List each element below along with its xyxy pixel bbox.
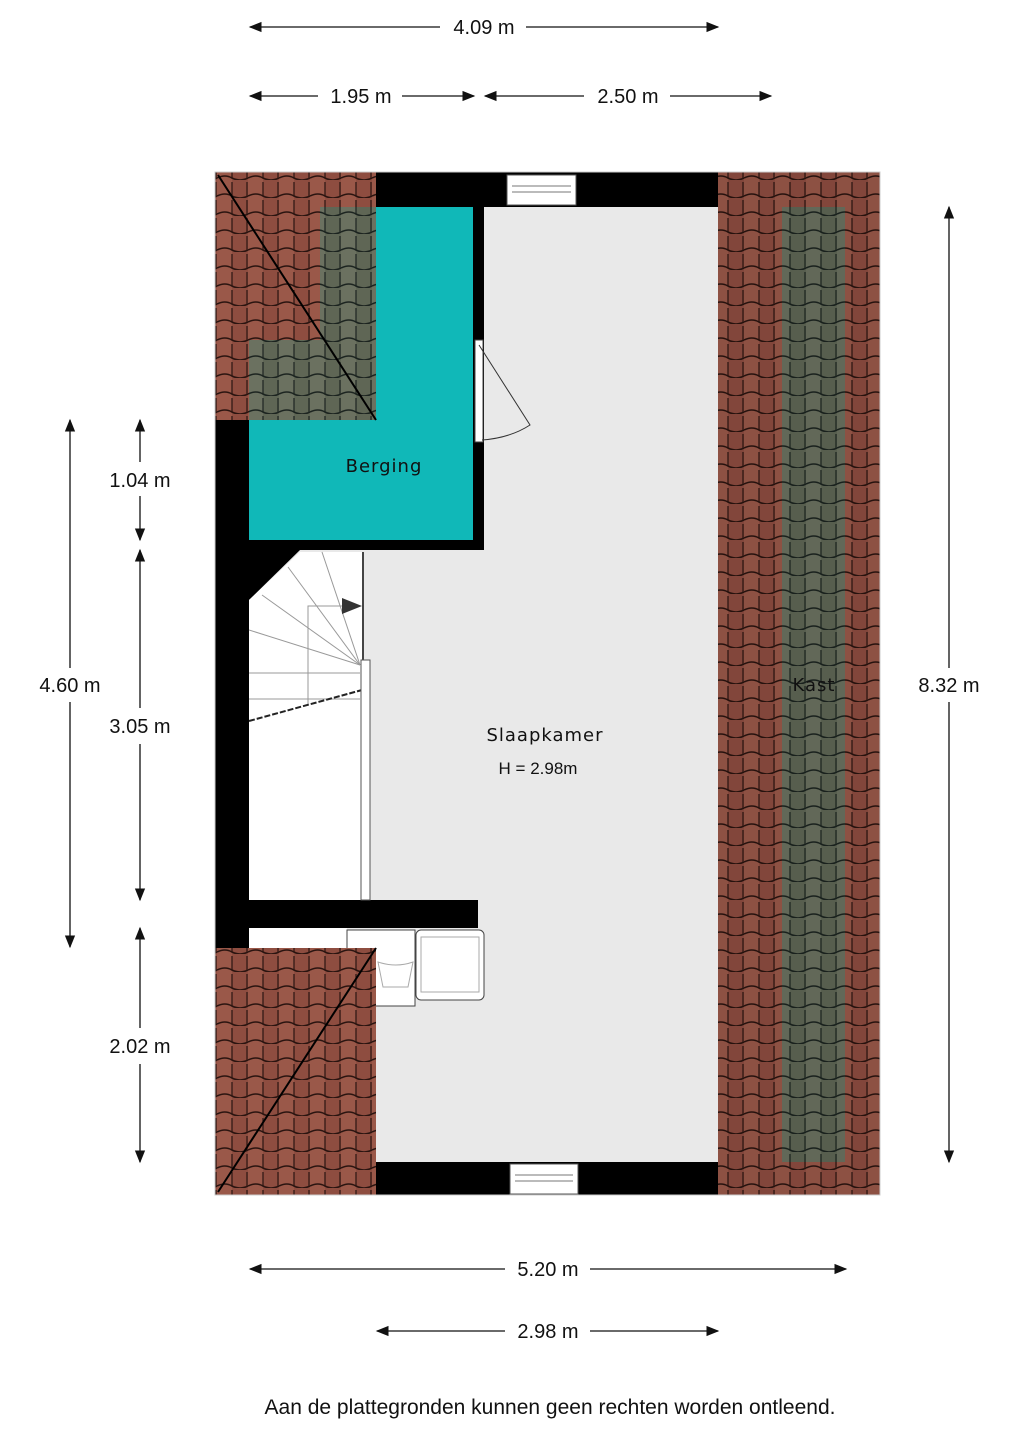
dim-bottom-inner: 2.98 m <box>517 1321 578 1343</box>
staircase <box>248 551 371 901</box>
dim-top-total: 4.09 m <box>453 17 514 39</box>
dim-left-outer: 4.60 m <box>39 675 100 697</box>
roof-top-left <box>215 172 377 421</box>
label-height: H = 2.98m <box>499 759 578 778</box>
roof-bottom-left <box>215 947 377 1195</box>
dim-left-lower: 2.02 m <box>109 1036 170 1058</box>
roof-right <box>718 172 880 1195</box>
dim-top-left: 1.95 m <box>330 86 391 108</box>
label-slaapkamer: Slaapkamer <box>486 725 603 746</box>
dim-left-middle: 3.05 m <box>109 716 170 738</box>
dim-left-upper: 1.04 m <box>109 470 170 492</box>
label-berging: Berging <box>346 456 423 477</box>
door <box>474 339 531 443</box>
disclaimer: Aan de plattegronden kunnen geen rechten… <box>264 1396 836 1419</box>
dim-top-right: 2.50 m <box>597 86 658 108</box>
dim-right-total: 8.32 m <box>918 675 979 697</box>
window-top <box>506 174 577 206</box>
window-bottom <box>509 1163 579 1195</box>
label-kast: Kast <box>793 675 836 696</box>
dim-bottom-total: 5.20 m <box>517 1259 578 1281</box>
